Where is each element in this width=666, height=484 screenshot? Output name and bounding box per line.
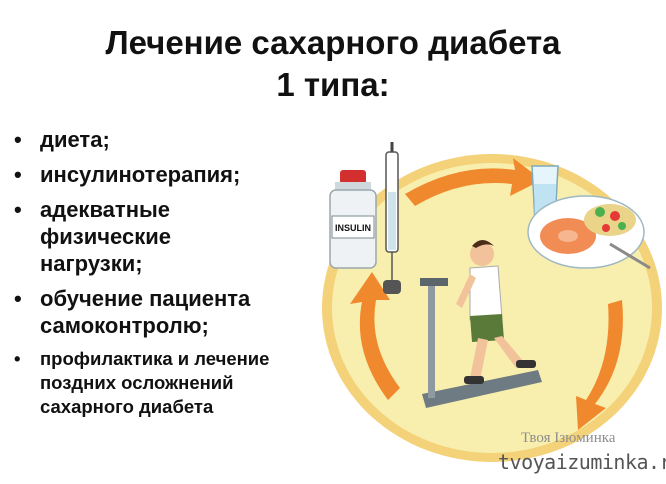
treatment-list: диета; инсулинотерапия; адекватные физич… [14, 126, 314, 427]
svg-text:INSULIN: INSULIN [335, 223, 371, 233]
insulin-vial-icon: INSULIN [329, 170, 377, 269]
syringe-icon [383, 142, 401, 294]
watermark-url: tvoyaizuminka.ru [498, 450, 666, 474]
cycle-arrow-icon [350, 158, 623, 430]
list-item-insulin-therapy: инсулинотерапия; [14, 161, 314, 188]
title-line-2: 1 типа: [276, 66, 390, 103]
list-item-diet: диета; [14, 126, 314, 153]
list-item-complication-prevention: профилактика и лечение поздних осложнени… [14, 347, 280, 419]
title-line-1: Лечение сахарного диабета [105, 24, 561, 61]
list-item-patient-education: обучение пациента самоконтролю; [14, 285, 330, 339]
page-title: Лечение сахарного диабета 1 типа: [0, 22, 666, 106]
food-plate-icon [527, 195, 651, 270]
list-item-physical-activity: адекватные физические нагрузки; [14, 196, 240, 277]
watermark-brand: Твоя Ізюминка [521, 430, 616, 446]
treadmill-runner-icon [420, 240, 542, 408]
treatment-cycle-illustration: INSULIN [322, 142, 662, 462]
